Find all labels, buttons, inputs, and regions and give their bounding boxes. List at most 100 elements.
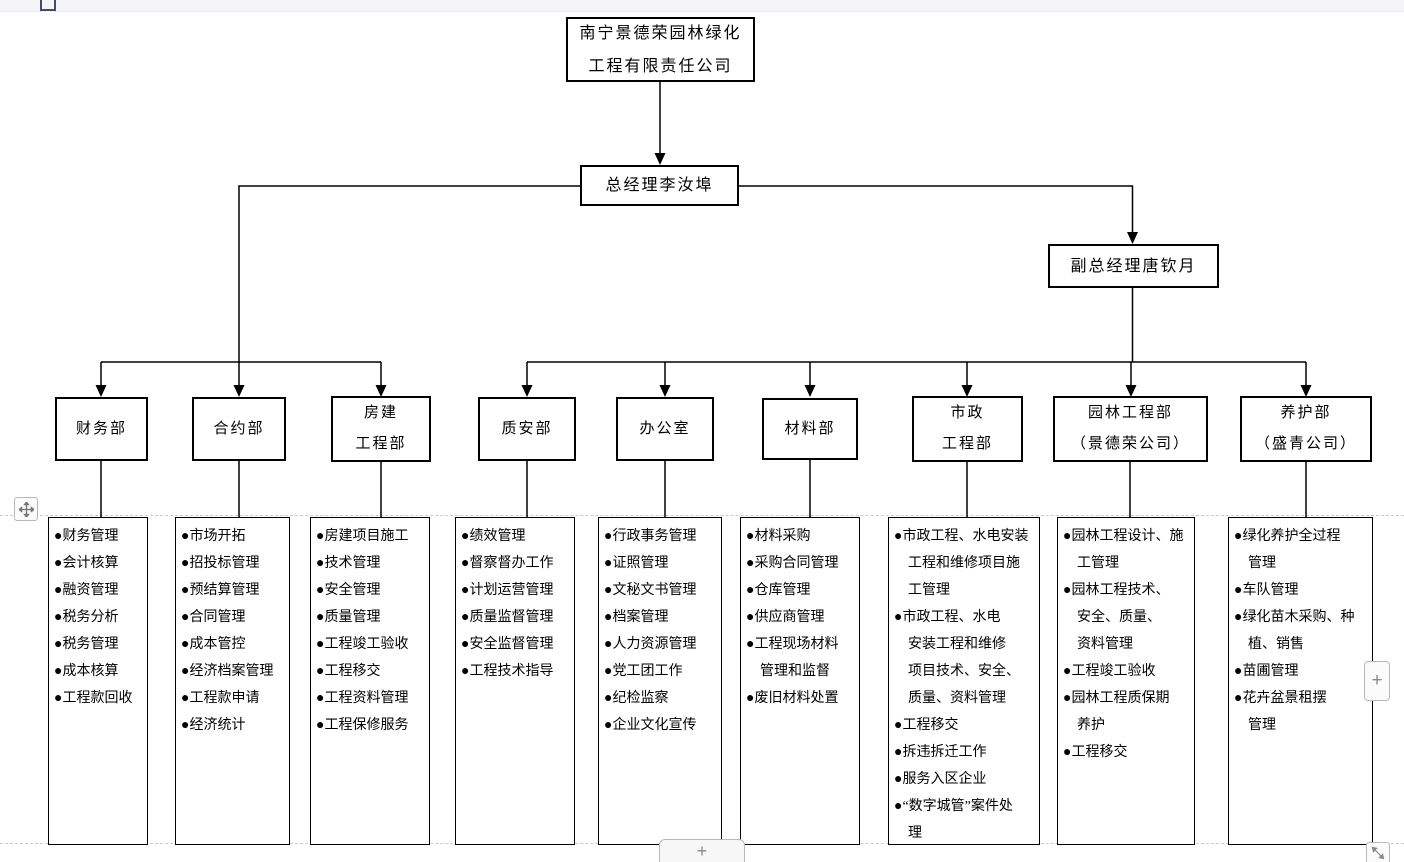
duty-item: 花卉盆景租摆 管理 <box>1234 685 1371 739</box>
plus-icon: + <box>696 841 708 861</box>
duty-item: 绿化养护全过程 管理 <box>1234 523 1371 577</box>
add-row-button[interactable]: + <box>659 839 745 862</box>
duty-item: 供应商管理 <box>746 604 858 631</box>
duty-item: 工程保修服务 <box>316 712 428 739</box>
duty-list-municipal-engineering[interactable]: 市政工程、水电安装 工程和维修项目施 工管理 市政工程、水电 安装工程和维修 项… <box>888 517 1040 845</box>
duty-list-office[interactable]: 行政事务管理 证照管理 文秘文书管理 档案管理 人力资源管理 党工团工作 纪检监… <box>598 517 722 845</box>
node-dept-materials[interactable]: 材料部 <box>762 398 858 460</box>
dept-label: 园林工程部 （景德荣公司） <box>1070 405 1190 452</box>
duty-item: 拆违拆迁工作 <box>894 739 1038 766</box>
duty-item: 采购合同管理 <box>746 550 858 577</box>
duty-item: 文秘文书管理 <box>604 577 720 604</box>
duty-item: 绩效管理 <box>461 523 573 550</box>
duty-item: 园林工程技术、 安全、质量、 资料管理 <box>1063 577 1193 658</box>
node-dept-office[interactable]: 办公室 <box>616 397 714 461</box>
arrow-down-icons <box>95 153 1312 397</box>
duty-item: 工程竣工验收 <box>316 631 428 658</box>
duty-item: 仓库管理 <box>746 577 858 604</box>
dept-label: 房建 工程部 <box>355 405 407 452</box>
duty-item: 会计核算 <box>54 550 146 577</box>
plus-icon: + <box>1371 670 1383 691</box>
duty-item: 安全监督管理 <box>461 631 573 658</box>
node-deputy-general-manager[interactable]: 副总经理唐钦月 <box>1048 244 1219 288</box>
duty-item: 苗圃管理 <box>1234 658 1371 685</box>
duty-item: 工程移交 <box>1063 739 1193 766</box>
node-dept-contract[interactable]: 合约部 <box>192 397 286 461</box>
dept-label: 合约部 <box>213 420 265 437</box>
diagonal-resize-icon <box>1371 846 1385 860</box>
node-dept-quality-safety[interactable]: 质安部 <box>478 397 576 461</box>
duty-item: 税务管理 <box>54 631 146 658</box>
table-gridline-top <box>0 515 1404 516</box>
duty-item: 园林工程设计、施 工管理 <box>1063 523 1193 577</box>
connector-group <box>100 82 1307 517</box>
node-dept-housing-engineering[interactable]: 房建 工程部 <box>331 396 431 462</box>
duty-item: 证照管理 <box>604 550 720 577</box>
duty-list-materials[interactable]: 材料采购 采购合同管理 仓库管理 供应商管理 工程现场材料 管理和监督 废旧材料… <box>740 517 860 845</box>
duty-item: 企业文化宣传 <box>604 712 720 739</box>
duty-item: 成本管控 <box>181 631 288 658</box>
company-name: 南宁景德荣园林绿化 工程有限责任公司 <box>579 24 742 75</box>
duty-item: 废旧材料处置 <box>746 685 858 712</box>
dept-label: 办公室 <box>639 420 691 437</box>
duty-item: 融资管理 <box>54 577 146 604</box>
duty-item: 工程现场材料 管理和监督 <box>746 631 858 685</box>
deputy-general-manager-label: 副总经理唐钦月 <box>1070 257 1197 275</box>
duty-item: 质量管理 <box>316 604 428 631</box>
duty-item: 服务入区企业 <box>894 766 1038 793</box>
duty-list-housing-engineering[interactable]: 房建项目施工 技术管理 安全管理 质量管理 工程竣工验收 工程移交 工程资料管理… <box>310 517 430 845</box>
duty-item: 招投标管理 <box>181 550 288 577</box>
duty-item: 纪检监察 <box>604 685 720 712</box>
add-column-button[interactable]: + <box>1364 661 1390 701</box>
dept-label: 质安部 <box>501 420 553 437</box>
move-icon <box>18 501 34 517</box>
duty-item: 房建项目施工 <box>316 523 428 550</box>
duty-item: 工程技术指导 <box>461 658 573 685</box>
duty-item: 档案管理 <box>604 604 720 631</box>
duty-list-finance[interactable]: 财务管理 会计核算 融资管理 税务分析 税务管理 成本核算 工程款回收 <box>48 517 148 845</box>
duty-item: “数字城管”案件处 理 <box>894 793 1038 844</box>
dept-label: 养护部 （盛青公司） <box>1254 405 1357 452</box>
duty-list-quality-safety[interactable]: 绩效管理 督察督办工作 计划运营管理 质量监督管理 安全监督管理 工程技术指导 <box>455 517 575 845</box>
general-manager-label: 总经理李汝埠 <box>605 177 714 194</box>
duty-item: 督察督办工作 <box>461 550 573 577</box>
node-dept-maintenance[interactable]: 养护部 （盛青公司） <box>1240 396 1372 462</box>
duty-item: 质量监督管理 <box>461 604 573 631</box>
node-dept-municipal-engineering[interactable]: 市政 工程部 <box>912 396 1023 462</box>
dept-label: 材料部 <box>784 420 836 437</box>
duty-item: 行政事务管理 <box>604 523 720 550</box>
duty-item: 党工团工作 <box>604 658 720 685</box>
duty-item: 预结算管理 <box>181 577 288 604</box>
duty-list-contract[interactable]: 市场开拓 招投标管理 预结算管理 合同管理 成本管控 经济档案管理 工程款申请 … <box>175 517 290 845</box>
table-move-handle[interactable] <box>14 497 38 521</box>
node-general-manager[interactable]: 总经理李汝埠 <box>580 165 739 206</box>
node-company[interactable]: 南宁景德荣园林绿化 工程有限责任公司 <box>566 17 755 82</box>
table-resize-handle[interactable] <box>1366 842 1390 862</box>
duty-list-landscape-engineering[interactable]: 园林工程设计、施 工管理 园林工程技术、 安全、质量、 资料管理 工程竣工验收 … <box>1057 517 1195 845</box>
duty-item: 材料采购 <box>746 523 858 550</box>
duty-item: 经济统计 <box>181 712 288 739</box>
duty-item: 工程移交 <box>316 658 428 685</box>
app-top-strip <box>0 0 1404 12</box>
duty-item: 车队管理 <box>1234 577 1371 604</box>
node-dept-landscape-engineering[interactable]: 园林工程部 （景德荣公司） <box>1053 396 1208 462</box>
toolbar-partial-icon <box>40 0 56 11</box>
duty-item: 成本核算 <box>54 658 146 685</box>
dept-label: 市政 工程部 <box>941 405 993 452</box>
duty-item: 绿化苗木采购、种 植、销售 <box>1234 604 1371 658</box>
duty-item: 财务管理 <box>54 523 146 550</box>
duty-item: 安全管理 <box>316 577 428 604</box>
node-dept-finance[interactable]: 财务部 <box>55 397 148 461</box>
duty-item: 工程资料管理 <box>316 685 428 712</box>
duty-list-maintenance[interactable]: 绿化养护全过程 管理 车队管理 绿化苗木采购、种 植、销售 苗圃管理 花卉盆景租… <box>1228 517 1373 845</box>
duty-item: 税务分析 <box>54 604 146 631</box>
dept-label: 财务部 <box>75 420 127 437</box>
duty-item: 市政工程、水电 安装工程和维修 项目技术、安全、 质量、资料管理 <box>894 604 1038 712</box>
duty-item: 园林工程质保期 养护 <box>1063 685 1193 739</box>
duty-item: 计划运营管理 <box>461 577 573 604</box>
duty-item: 市政工程、水电安装 工程和维修项目施 工管理 <box>894 523 1038 604</box>
duty-item: 工程移交 <box>894 712 1038 739</box>
duty-item: 经济档案管理 <box>181 658 288 685</box>
